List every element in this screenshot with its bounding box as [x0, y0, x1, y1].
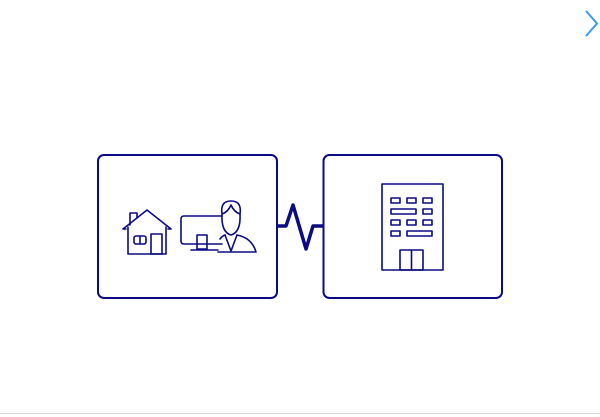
zigzag-link-icon — [277, 203, 323, 251]
computer-icon — [180, 215, 223, 251]
office-box — [322, 154, 503, 299]
bottom-divider — [0, 413, 600, 414]
person-icon — [217, 200, 257, 253]
office-building-icon — [381, 183, 444, 271]
remote-work-box — [97, 154, 278, 299]
chevron-right-icon[interactable] — [585, 10, 599, 37]
house-icon — [122, 209, 172, 255]
